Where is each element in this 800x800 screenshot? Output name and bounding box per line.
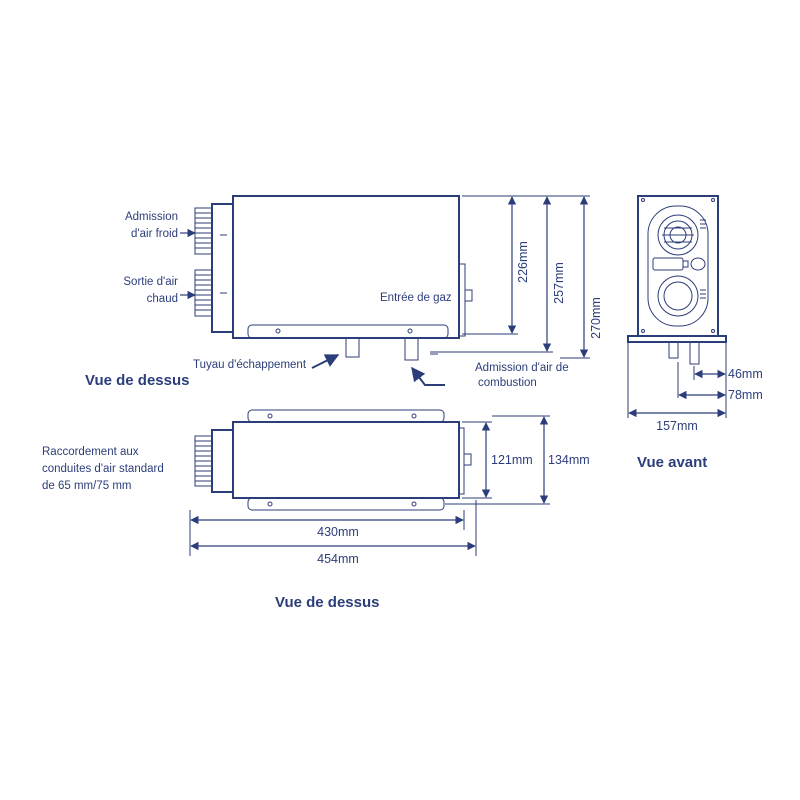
front-lower-port [657, 275, 699, 317]
dim-454-text: 454mm [317, 552, 359, 566]
front-pipe-left [668, 341, 679, 359]
exhaust-pipe [345, 337, 360, 358]
front-upper-port [657, 214, 699, 256]
dim-430: 430mm [189, 510, 465, 556]
label-combustion-1: Admission d'air de [475, 362, 569, 374]
dim-157-text: 157mm [656, 419, 698, 433]
dim-270-text: 270mm [589, 297, 603, 339]
top-flange-lower [247, 497, 445, 511]
label-admission-1: Admission [125, 211, 178, 223]
hot-air-connector [194, 269, 213, 317]
dim-46: 46mm [694, 367, 763, 381]
dim-270: 270mm [553, 195, 603, 359]
front-body [637, 195, 719, 337]
dim-257-text: 257mm [552, 262, 566, 304]
top-front-face [211, 429, 234, 493]
label-tuyau: Tuyau d'échappement [193, 359, 307, 371]
side-base-plate [247, 324, 449, 339]
front-gas-valve [652, 257, 684, 271]
label-raccordement-1: Raccordement aux [42, 446, 139, 458]
dim-226: 226mm [462, 195, 530, 335]
dim-430-text: 430mm [317, 525, 359, 539]
top-gas-fitting [463, 453, 472, 466]
dim-46-text: 46mm [728, 367, 763, 381]
view-title-top: Vue de dessus [275, 594, 380, 611]
side-front-face [211, 203, 234, 333]
label-entree-gaz: Entrée de gaz [380, 292, 452, 304]
dim-134: 134mm [445, 415, 590, 505]
dim-121: 121mm [462, 421, 533, 499]
label-raccordement-3: de 65 mm/75 mm [42, 480, 131, 492]
dim-454: 454mm [190, 500, 477, 566]
dim-78-text: 78mm [728, 388, 763, 402]
top-body [232, 421, 460, 499]
view-title-side: Vue de dessus [85, 372, 190, 389]
label-sortie-1: Sortie d'air [123, 276, 178, 288]
top-flange-upper [247, 409, 445, 423]
top-connector [194, 435, 213, 487]
front-panel [647, 205, 709, 327]
dim-134-text: 134mm [548, 453, 590, 467]
view-title-front: Vue avant [637, 454, 707, 471]
dim-257: 257mm [430, 195, 566, 353]
arrow-exhaust [311, 354, 340, 369]
top-view: 121mm 134mm 430mm 454mm Raccordement aux… [42, 409, 590, 611]
side-body [232, 195, 460, 339]
label-admission-2: d'air froid [131, 228, 178, 240]
arrow-combustion [411, 366, 445, 386]
cold-air-connector [194, 207, 213, 255]
dim-226-text: 226mm [516, 241, 530, 283]
dim-121-text: 121mm [491, 453, 533, 467]
label-sortie-2: chaud [147, 293, 178, 305]
front-base [627, 335, 727, 343]
label-raccordement-2: conduites d'air standard [42, 463, 164, 475]
dim-157: 157mm [628, 408, 726, 433]
side-view: 226mm 257mm 270mm Admission d'air froid … [85, 195, 603, 389]
gas-inlet-fitting [464, 289, 473, 302]
front-view: 46mm 78mm 157mm Vue avant [627, 195, 763, 471]
front-pipe-right [689, 341, 700, 365]
combustion-intake-pipe [404, 337, 419, 361]
dim-78: 78mm [678, 388, 763, 402]
label-combustion-2: combustion [478, 377, 537, 389]
